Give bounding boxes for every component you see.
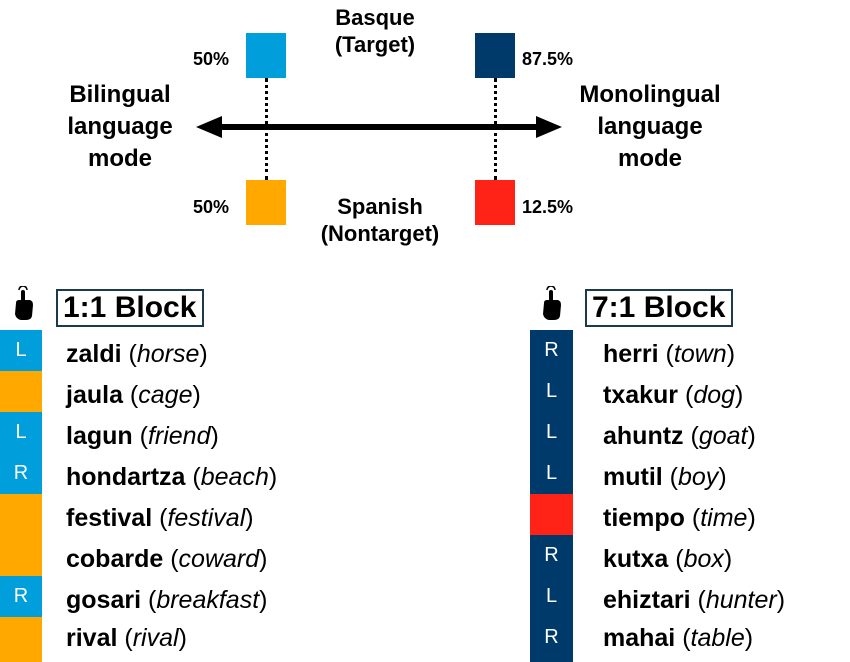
monolingual-mode-line1: Monolingual	[579, 81, 721, 108]
trial-marker: L	[530, 412, 573, 453]
bilingual-target-percent: 50%	[193, 49, 230, 69]
trial-marker: L	[530, 576, 573, 617]
trial-bar: L L R R	[0, 330, 42, 662]
monolingual-mode-line2: language	[597, 113, 703, 140]
list-item: rival (rival)	[66, 624, 187, 652]
gloss: box	[683, 545, 724, 573]
word: txakur	[603, 381, 679, 409]
target-language-role: (Target)	[334, 32, 416, 57]
list-item: tiempo (time)	[603, 504, 756, 532]
gloss: beach	[200, 463, 269, 491]
trial-marker	[0, 535, 42, 576]
bilingual-nontarget-square	[246, 180, 286, 225]
trial-bar: R L L L R L R	[530, 330, 573, 662]
list-item: txakur (dog)	[603, 381, 744, 409]
bilingual-mode-line1: Bilingual	[69, 81, 171, 108]
monolingual-target-square	[475, 33, 515, 78]
gloss: friend	[147, 422, 211, 450]
word: gosari	[66, 586, 142, 614]
monolingual-mode-label: Monolingual language mode	[555, 79, 745, 175]
word: mutil	[603, 463, 663, 491]
gloss: horse	[136, 340, 200, 368]
list-item: festival (festival)	[66, 504, 254, 532]
nontarget-language-name: Spanish	[337, 194, 423, 219]
bilingual-mode-line3: mode	[87, 145, 152, 172]
word: festival	[66, 504, 153, 532]
list-item: lagun (friend)	[66, 422, 219, 450]
block-title: 1:1 Block	[56, 289, 205, 327]
trial-marker: R	[530, 330, 573, 371]
word: herri	[603, 340, 659, 368]
word: mahai	[603, 624, 676, 652]
list-item: hondartza (beach)	[66, 463, 278, 491]
trial-marker: L	[530, 371, 573, 412]
list-item: herri (town)	[603, 340, 736, 368]
list-item: cobarde (coward)	[66, 545, 268, 573]
monolingual-dotted-line	[494, 78, 497, 180]
block-title: 7:1 Block	[585, 289, 734, 327]
list-item: jaula (cage)	[66, 381, 201, 409]
word: ehiztari	[603, 586, 691, 614]
monolingual-target-percent: 87.5%	[522, 49, 574, 69]
list-item: mahai (table)	[603, 624, 754, 652]
trial-marker: R	[530, 535, 573, 576]
trial-marker: L	[530, 453, 573, 494]
list-item: zaldi (horse)	[66, 340, 208, 368]
gloss: town	[673, 340, 727, 368]
list-item: kutxa (box)	[603, 545, 733, 573]
word: lagun	[66, 422, 133, 450]
gloss: goat	[698, 422, 748, 450]
target-language-name: Basque	[335, 5, 415, 30]
bilingual-nontarget-percent: 50%	[193, 197, 230, 217]
list-item: ahuntz (goat)	[603, 422, 756, 450]
word: ahuntz	[603, 422, 684, 450]
hand-pointer-tap-icon	[15, 286, 33, 320]
trial-marker: L	[0, 330, 42, 371]
double-arrow-icon	[196, 116, 562, 138]
list-item: ehiztari (hunter)	[603, 586, 786, 614]
gloss: cage	[138, 381, 193, 409]
gloss: table	[690, 624, 745, 652]
gloss: time	[700, 504, 748, 532]
trial-marker	[0, 371, 42, 412]
gloss: festival	[167, 504, 246, 532]
trial-marker: R	[0, 576, 42, 617]
trial-marker: R	[0, 453, 42, 494]
trial-marker: R	[530, 617, 573, 662]
trial-marker	[530, 494, 573, 535]
hand-pointer-tap-icon	[543, 286, 561, 320]
nontarget-language-label: Spanish (Nontarget)	[305, 193, 455, 247]
list-item: gosari (breakfast)	[66, 586, 268, 614]
nontarget-language-role: (Nontarget)	[320, 221, 440, 246]
trial-marker	[0, 617, 42, 662]
word: jaula	[66, 381, 123, 409]
list-item: mutil (boy)	[603, 463, 727, 491]
gloss: boy	[678, 463, 719, 491]
gloss: coward	[178, 545, 260, 573]
monolingual-nontarget-percent: 12.5%	[522, 197, 574, 217]
word: kutxa	[603, 545, 669, 573]
bilingual-target-square	[246, 33, 286, 78]
bilingual-mode-line2: language	[67, 113, 173, 140]
target-language-label: Basque (Target)	[310, 4, 440, 58]
gloss: breakfast	[156, 586, 260, 614]
bilingual-mode-label: Bilingual language mode	[40, 79, 200, 175]
monolingual-mode-line3: mode	[617, 145, 682, 172]
word: cobarde	[66, 545, 164, 573]
gloss: hunter	[705, 586, 777, 614]
trial-marker	[0, 494, 42, 535]
word: rival	[66, 624, 118, 652]
bilingual-dotted-line	[265, 78, 268, 180]
monolingual-nontarget-square	[475, 180, 515, 225]
word: hondartza	[66, 463, 186, 491]
trial-marker: L	[0, 412, 42, 453]
word: tiempo	[603, 504, 685, 532]
gloss: dog	[693, 381, 736, 409]
gloss: rival	[132, 624, 179, 652]
word: zaldi	[66, 340, 122, 368]
